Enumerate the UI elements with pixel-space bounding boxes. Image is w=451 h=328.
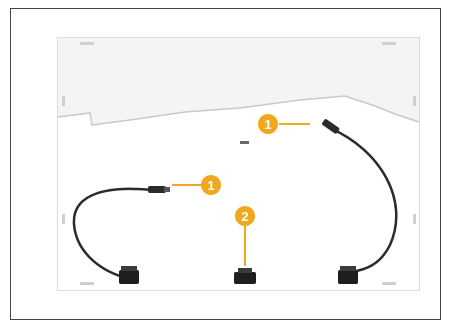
cable-connector-icon [322, 119, 340, 134]
callout-1-top: 1 [258, 114, 310, 134]
mount-mark [62, 96, 65, 106]
mount-mark [413, 214, 416, 224]
mount-mark [382, 42, 396, 45]
mount-mark [382, 282, 396, 285]
right-cable [329, 126, 398, 274]
cable-connector-icon [148, 186, 170, 193]
callout-number: 1 [207, 178, 214, 193]
mount-mark [62, 214, 65, 224]
left-cable [72, 187, 153, 279]
callout-badge [201, 175, 221, 195]
callout-number: 1 [264, 117, 271, 132]
mount-mark [80, 42, 94, 45]
mounting-marks [62, 42, 416, 285]
cover-seam-line [57, 95, 420, 126]
callout-number: 2 [241, 209, 248, 224]
callout-1-left: 1 [172, 175, 221, 195]
mount-mark [413, 96, 416, 106]
callout-badge [235, 206, 255, 226]
center-port [240, 141, 249, 144]
power-connector-icon [234, 268, 256, 284]
callout-2: 2 [235, 206, 255, 266]
mount-mark [80, 282, 94, 285]
callout-badge [258, 114, 278, 134]
power-connector-icon [119, 266, 139, 284]
back-cover-lower-area [58, 96, 419, 290]
power-connector-icon [338, 266, 358, 284]
